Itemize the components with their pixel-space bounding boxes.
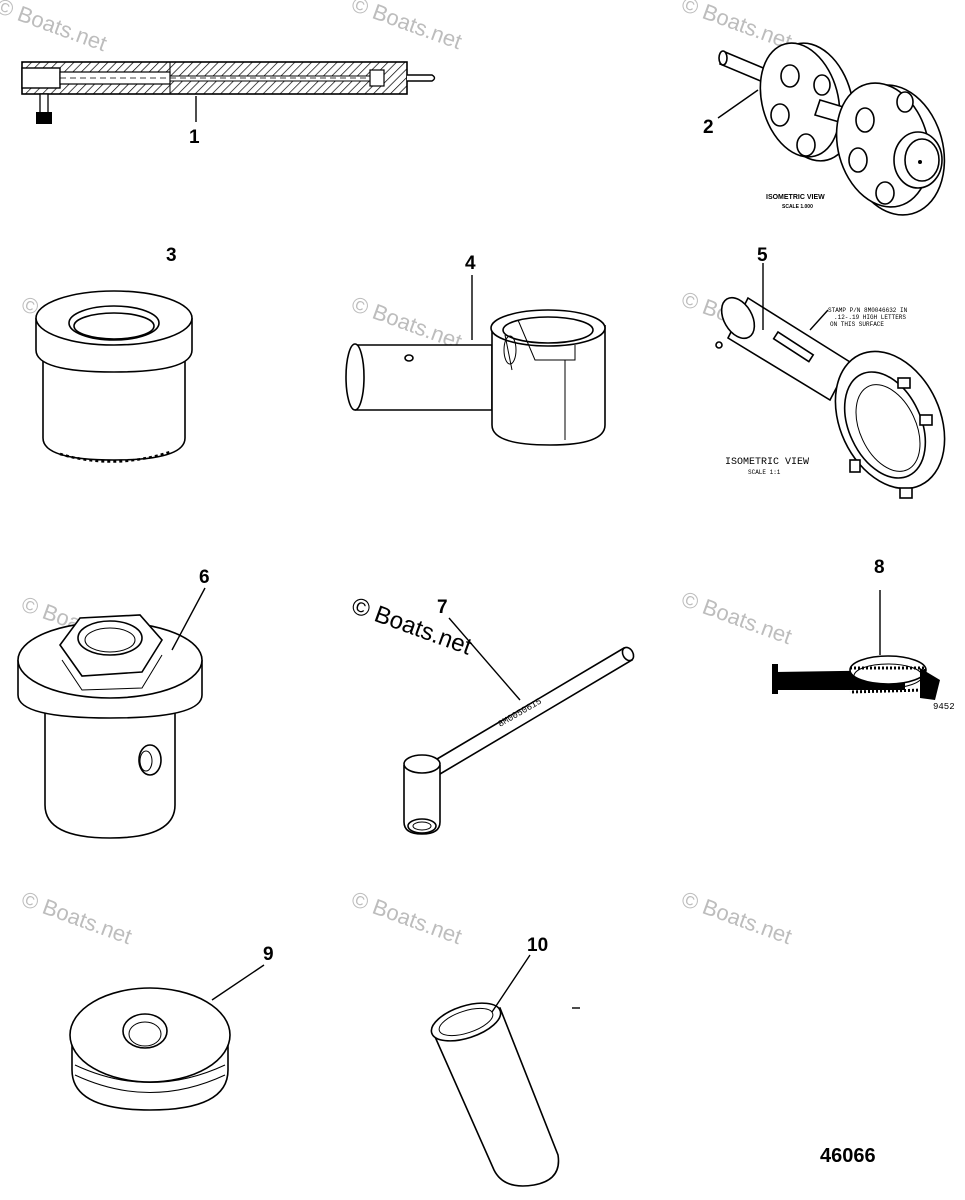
- part-5-view-label: ISOMETRIC VIEW: [725, 457, 809, 468]
- leader-line: [717, 89, 759, 119]
- part-9-flanged-disk[interactable]: [69, 987, 231, 1111]
- callout-10: 10: [527, 935, 548, 956]
- watermark: © Boats.net: [348, 0, 465, 54]
- part-4-slotted-cup[interactable]: [345, 309, 606, 446]
- part-6-hex-bushing[interactable]: [17, 614, 203, 839]
- part-5-nut-driver[interactable]: [715, 292, 965, 506]
- leader-line: [171, 587, 206, 651]
- part-8-side-code: 9452: [933, 702, 955, 712]
- callout-1: 1: [189, 127, 200, 148]
- part-2-wheel-tool[interactable]: [718, 34, 958, 226]
- part-8-hose-clamp[interactable]: [772, 655, 940, 700]
- part-1-tube[interactable]: [21, 61, 436, 124]
- leader-line: [809, 309, 829, 331]
- callout-7: 7: [437, 597, 448, 618]
- callout-9: 9: [263, 944, 274, 965]
- callout-4: 4: [465, 253, 476, 274]
- part-2-view-label: ISOMETRIC VIEW: [766, 194, 825, 201]
- callout-8: 8: [874, 557, 885, 578]
- part-5-stamp-note-1: STAMP P/N 8M0046632 IN: [828, 307, 908, 314]
- callout-2: 2: [703, 117, 714, 138]
- leader-line: [448, 617, 521, 701]
- watermark: © Boats.net: [678, 0, 795, 54]
- callout-6: 6: [199, 567, 210, 588]
- figure-number: 46066: [820, 1145, 876, 1167]
- part-3-bushing[interactable]: [35, 290, 193, 463]
- part-5-stamp-note-3: ON THIS SURFACE: [830, 321, 884, 328]
- watermark: © Boats.net: [348, 886, 465, 949]
- part-7-l-wrench[interactable]: 8M0050615: [403, 645, 636, 835]
- leader-line: [211, 964, 265, 1001]
- part-2-scale-label: SCALE 1.000: [782, 204, 813, 210]
- part-5-scale-label: SCALE 1:1: [748, 469, 781, 476]
- leader-line: [491, 954, 531, 1013]
- watermark: © Boats.net: [678, 886, 795, 949]
- part-10-sleeve[interactable]: [427, 996, 580, 1187]
- watermark: © Boats.net: [678, 586, 795, 649]
- part-5-stamp-note-2: .12-.19 HIGH LETTERS: [834, 314, 906, 321]
- callout-5: 5: [757, 245, 768, 266]
- watermark: © Boats.net: [18, 886, 135, 949]
- callout-3: 3: [166, 245, 177, 266]
- watermark: © Boats.net: [0, 0, 110, 56]
